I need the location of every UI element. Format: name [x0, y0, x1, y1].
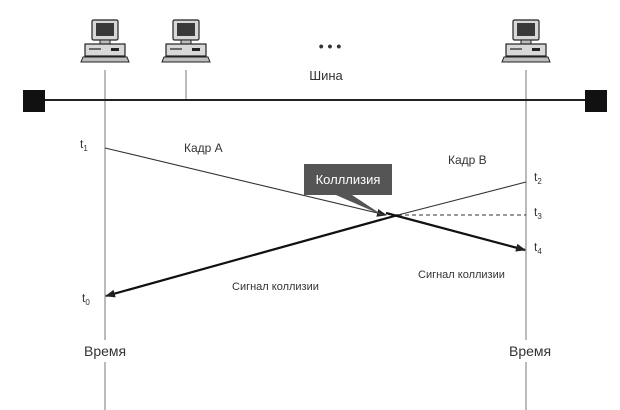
frame-a-line — [104, 147, 387, 217]
computer-a-icon — [80, 19, 130, 63]
more-computers-ellipsis: • • • — [319, 38, 342, 54]
time-t3-label: t3 — [534, 205, 542, 221]
jam-signal-left-label: Сигнал коллизии — [232, 281, 319, 293]
time-t2-label: t2 — [534, 170, 542, 186]
collision-callout-text: Колллизия — [316, 172, 381, 187]
time-axis-label-left: Время — [84, 343, 126, 359]
frame-b-label: Кадр B — [448, 153, 487, 167]
bus-terminator-left-icon — [23, 90, 45, 112]
frame-b-line — [397, 181, 527, 216]
bus-terminator-right-icon — [585, 90, 607, 112]
time-axis-label-right: Время — [509, 343, 551, 359]
jam-signal-to-b-line — [385, 211, 526, 252]
jam-signal-right-label: Сигнал коллизии — [418, 269, 505, 281]
time-t4-label: t4 — [534, 240, 542, 256]
frame-a-label: Кадр A — [184, 141, 223, 155]
time-t0-label: t0 — [82, 291, 90, 307]
bus-label: Шина — [309, 68, 343, 83]
computer-c-icon — [161, 19, 211, 63]
collision-callout-box — [304, 164, 392, 216]
computer-b-icon — [501, 19, 551, 63]
time-t1-label: t1 — [80, 137, 88, 153]
jam-signal-to-a-line — [105, 213, 399, 298]
